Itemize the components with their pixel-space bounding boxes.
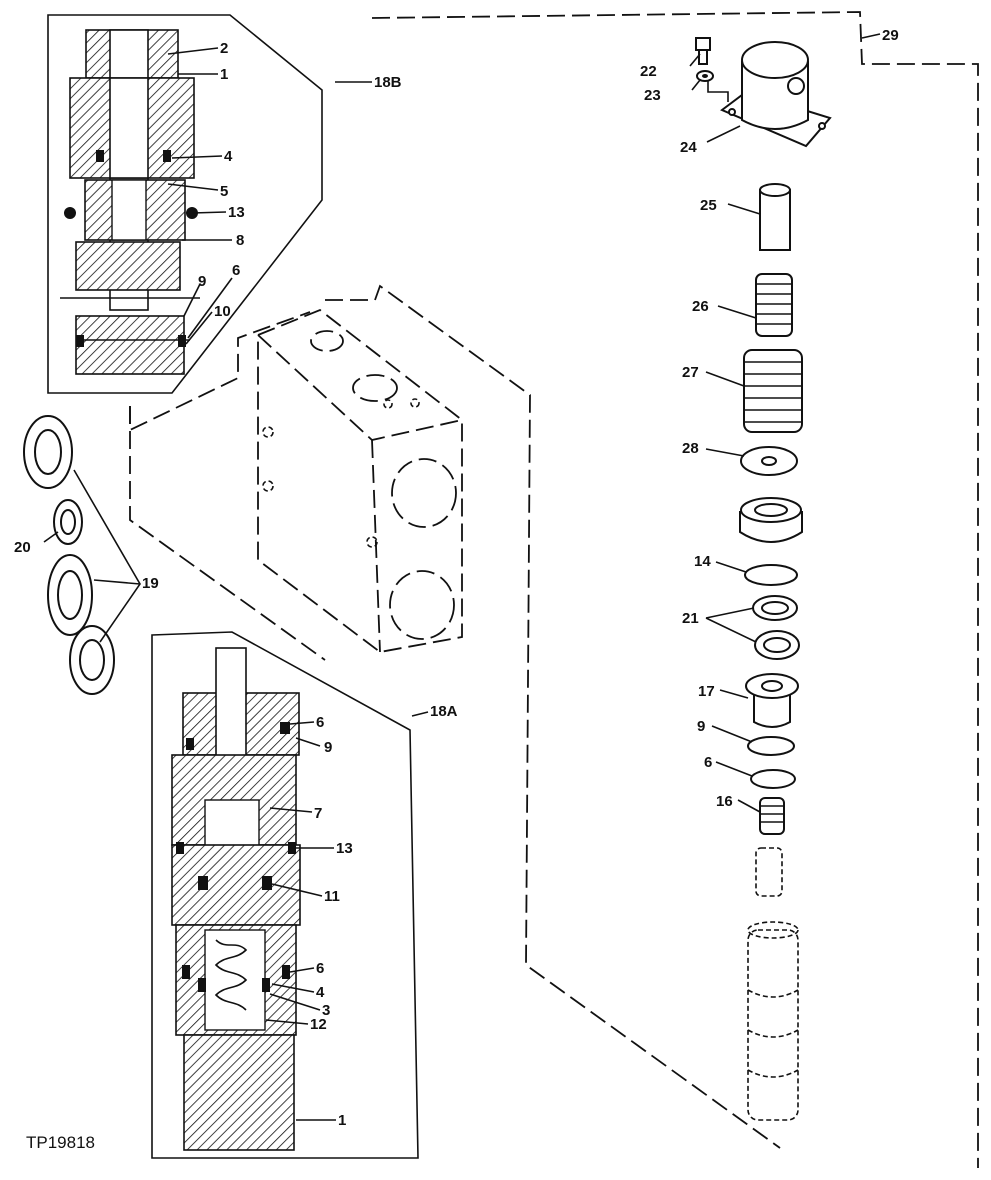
label-18a-7: 7 [314,805,322,822]
label-21: 21 [682,610,699,627]
label-20: 20 [14,539,31,556]
label-17: 17 [698,683,715,700]
label-18b-10: 10 [214,303,231,320]
cap-24 [720,41,832,148]
sleeve-25 [759,183,791,251]
washer-23 [696,70,714,82]
plug-17 [745,673,799,728]
ring-6 [750,769,796,789]
washer-28 [740,446,798,476]
label-26: 26 [692,298,709,315]
screw-22 [695,37,711,65]
inset-18a [151,631,419,1159]
group-29-boundary [325,11,979,1168]
label-18a-3: 3 [322,1002,330,1019]
label-18a: 18A [430,703,458,720]
figure-code: TP19818 [26,1133,95,1152]
washers-19-20 [23,415,141,695]
label-18a-13: 13 [336,840,353,857]
label-22: 22 [640,63,657,80]
seat [739,497,803,543]
label-23: 23 [644,87,661,104]
label-18a-1: 1 [338,1112,346,1129]
inset-18b-leader-2 [129,406,326,661]
label-28: 28 [682,440,699,457]
label-18b-9: 9 [198,273,206,290]
label-18b-4: 4 [224,148,233,165]
label-18a-4: 4 [316,984,325,1001]
poppet-dashed [755,847,783,897]
label-18b: 18B [374,74,402,91]
label-19: 19 [142,575,159,592]
label-27: 27 [682,364,699,381]
spring-16 [759,797,785,835]
callout-labels: 29 22 23 24 25 26 27 28 14 21 17 9 6 16 … [14,27,899,1152]
ring-9 [747,736,795,756]
label-16: 16 [716,793,733,810]
label-25: 25 [700,197,717,214]
label-14: 14 [694,553,711,570]
rings-21 [752,595,800,660]
label-18b-8: 8 [236,232,244,249]
label-18b-5: 5 [220,183,228,200]
label-18a-6b: 6 [316,960,324,977]
valve-housing [257,308,463,653]
label-6-right: 6 [704,754,712,771]
leader-lines [43,33,881,1121]
label-18b-1: 1 [220,66,228,83]
label-29: 29 [882,27,899,44]
label-18a-12: 12 [310,1016,327,1033]
label-24: 24 [680,139,697,156]
o-ring-14 [744,564,798,586]
inset-18b [47,14,323,394]
label-18a-9: 9 [324,739,332,756]
label-18b-6: 6 [232,262,240,279]
label-9-right: 9 [697,718,705,735]
label-18a-6a: 6 [316,714,324,731]
spool-dashed [747,921,799,1121]
label-18b-13: 13 [228,204,245,221]
spring-26 [755,273,793,337]
label-18a-11: 11 [324,888,340,905]
label-18b-2: 2 [220,40,228,57]
spring-27 [743,349,803,433]
